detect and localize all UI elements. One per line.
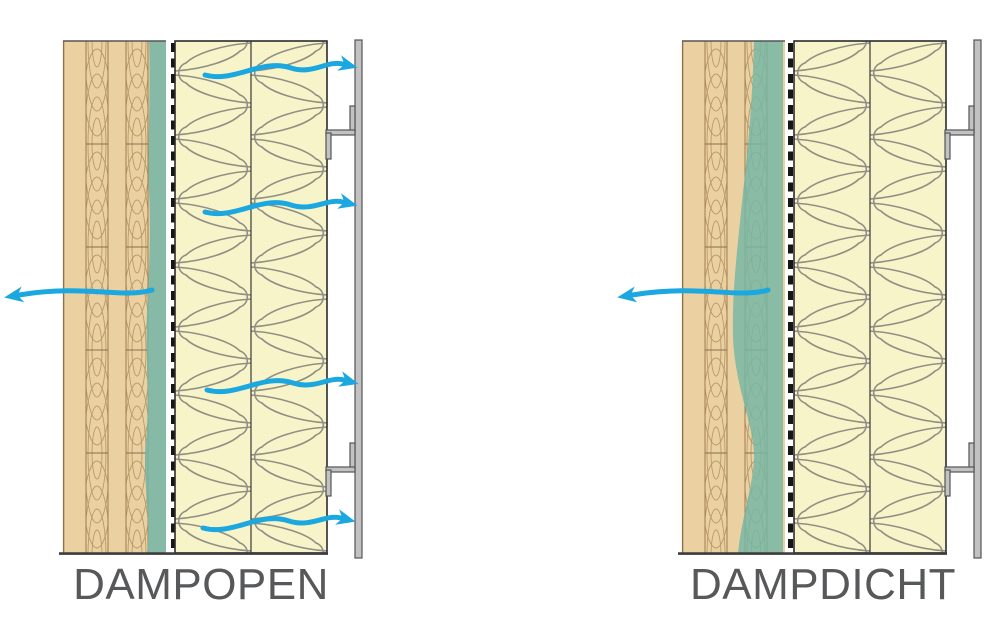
membrane-layer bbox=[144, 41, 166, 553]
dampdicht-diagram bbox=[617, 39, 982, 559]
vapour-flow-arrows bbox=[617, 286, 771, 303]
vapour-arrow-outward bbox=[202, 193, 358, 216]
vapour-arrow-inward bbox=[4, 286, 155, 303]
dampopen-label: DAMPOPEN bbox=[73, 560, 329, 609]
vapour-arrow-outward bbox=[200, 509, 356, 532]
wood-board bbox=[85, 40, 109, 554]
vapour-flow-arrows bbox=[4, 55, 359, 532]
cladding-batten bbox=[973, 39, 982, 559]
cladding-assembly bbox=[944, 39, 982, 559]
cladding-assembly bbox=[325, 39, 363, 559]
vapour-arrow-outward bbox=[202, 55, 358, 79]
vapour-arrow-inward bbox=[617, 286, 771, 303]
dampdicht-label: DAMPDICHT bbox=[689, 560, 957, 609]
wood-board bbox=[125, 40, 149, 554]
z-bracket bbox=[944, 442, 975, 497]
cladding-batten bbox=[354, 39, 363, 559]
wood-board bbox=[704, 40, 728, 554]
z-bracket bbox=[325, 442, 356, 497]
vapour-arrow-outward bbox=[204, 371, 359, 394]
dampopen-diagram bbox=[4, 39, 363, 559]
board-joints bbox=[86, 143, 148, 454]
membrane-layer bbox=[732, 41, 783, 553]
z-bracket bbox=[944, 105, 975, 160]
z-bracket bbox=[325, 105, 356, 160]
